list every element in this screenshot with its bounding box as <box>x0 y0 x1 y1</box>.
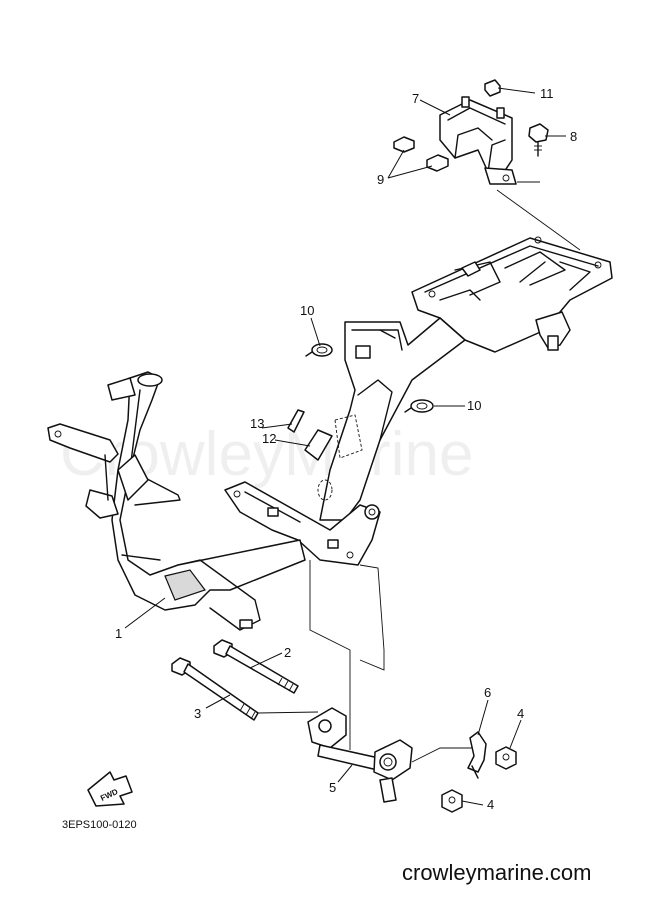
callout-7: 7 <box>412 91 419 106</box>
callout-1: 1 <box>115 626 122 641</box>
callout-9: 9 <box>377 172 384 187</box>
part-2-bolt[interactable] <box>213 639 299 694</box>
part-1-steering-frame[interactable] <box>107 371 306 631</box>
callout-10-lower: 10 <box>467 398 481 413</box>
callout-3: 3 <box>194 706 201 721</box>
callout-12: 12 <box>262 431 276 446</box>
diagram-code: 3EPS100-0120 <box>62 819 137 831</box>
callout-10-upper: 10 <box>300 303 314 318</box>
callout-5: 5 <box>329 780 336 795</box>
part-11-cap[interactable] <box>484 79 501 97</box>
part-4-nut-a[interactable] <box>495 746 517 770</box>
part-6-clip[interactable] <box>467 731 487 779</box>
part-12-decal[interactable] <box>304 429 333 461</box>
callout-13: 13 <box>250 416 264 431</box>
frame-spine[interactable] <box>317 317 466 521</box>
part-10-clip-a[interactable] <box>305 343 333 357</box>
callout-6: 6 <box>484 685 491 700</box>
fwd-arrow-icon: FWD <box>87 771 133 807</box>
part-9-pad-b[interactable] <box>426 154 449 172</box>
part-13-decal[interactable] <box>287 409 305 433</box>
part-7-bracket[interactable] <box>439 96 517 185</box>
part-3-bolt[interactable] <box>171 657 259 721</box>
upper-frame-platform[interactable] <box>411 236 613 353</box>
callout-11: 11 <box>540 86 554 101</box>
site-url[interactable]: crowleymarine.com <box>402 860 592 885</box>
part-5-tie-rod[interactable] <box>307 707 413 803</box>
callout-4-lower: 4 <box>487 797 494 812</box>
callout-2: 2 <box>284 645 291 660</box>
part-10-clip-b[interactable] <box>404 399 434 413</box>
callout-4-upper: 4 <box>517 706 524 721</box>
left-steering-bracket[interactable] <box>47 423 119 519</box>
part-9-pad-a[interactable] <box>393 136 415 153</box>
lower-cross-member[interactable] <box>224 481 381 566</box>
part-8-bolt[interactable] <box>528 123 549 157</box>
callout-8: 8 <box>570 129 577 144</box>
part-4-nut-b[interactable] <box>441 789 463 813</box>
